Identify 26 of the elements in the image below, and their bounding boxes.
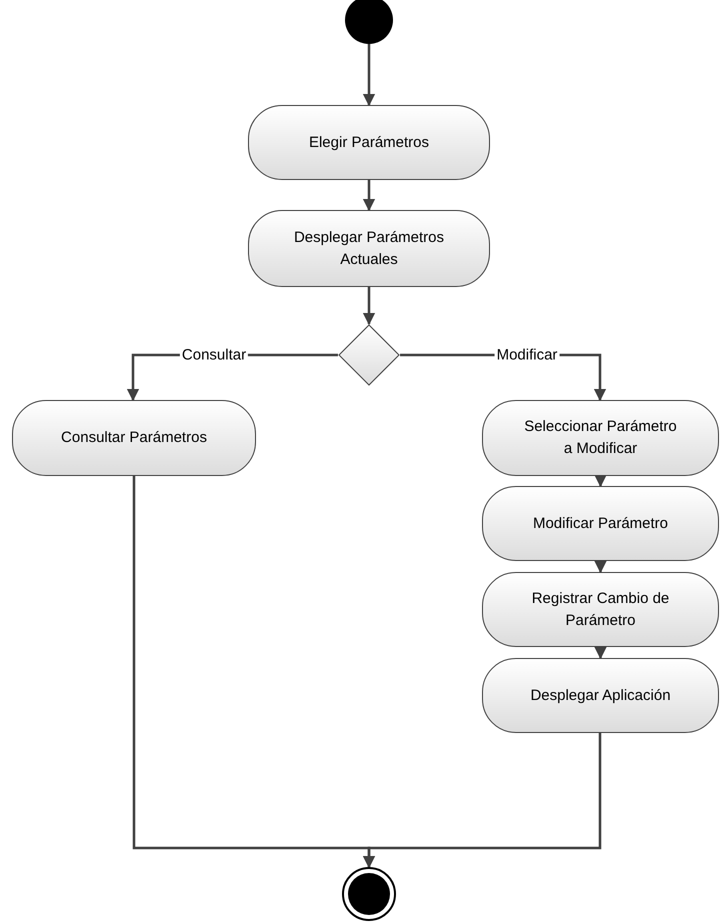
arrow [362, 180, 376, 212]
action-box [248, 105, 490, 180]
initial-node [345, 0, 393, 44]
final-node [342, 867, 396, 921]
decision-diamond [338, 324, 400, 386]
action-label: Seleccionar Parámetro a Modificar [523, 417, 678, 459]
action-label: Elegir Parámetros [308, 132, 430, 152]
edge-label: Consultar [180, 348, 248, 362]
arrow [594, 646, 607, 660]
arrow [362, 287, 376, 326]
action-label: Consultar Parámetros [61, 428, 207, 448]
action-label: Desplegar Aplicación [530, 686, 671, 706]
arrow [362, 733, 602, 868]
action-label: Modificar Parámetro [532, 514, 668, 534]
action-box [482, 658, 719, 733]
action-box [12, 400, 256, 476]
action-box [248, 210, 490, 287]
arrow [594, 474, 607, 488]
arrow [362, 44, 376, 106]
action-label: Registrar Cambio de Parámetro [530, 588, 670, 630]
action-box [482, 572, 719, 647]
arrow [594, 560, 607, 574]
action-label: Desplegar Parámetros Actuales [292, 228, 446, 270]
action-box [482, 486, 719, 561]
edge-label: Modificar [494, 348, 560, 362]
action-box [482, 400, 719, 476]
